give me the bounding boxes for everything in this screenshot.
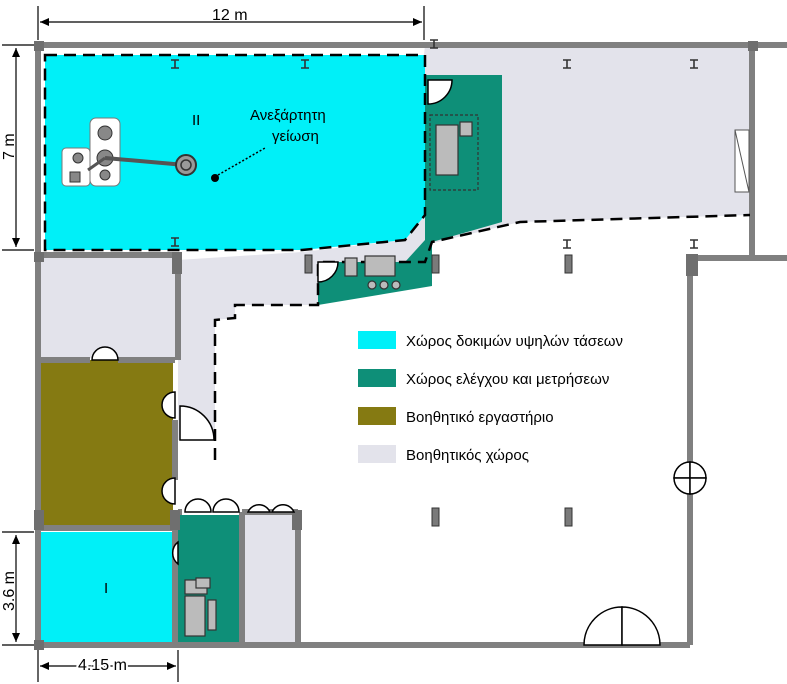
legend-swatch-1: [358, 369, 396, 387]
aux-room-bottom: [245, 515, 297, 643]
corridor-dashed-line: [213, 213, 751, 460]
room-label-large-hv: II: [192, 112, 200, 129]
room-label-small-hv: I: [104, 580, 108, 597]
legend-swatch-3: [358, 445, 396, 463]
legend-swatch-0: [358, 331, 396, 349]
structural-columns: [304, 254, 573, 527]
hv-coil: [175, 154, 197, 176]
wall-columns: [34, 41, 758, 650]
legend-label-0: Χώρος δοκιμών υψηλών τάσεων: [406, 333, 623, 350]
dimension-bottom: 4.15 m: [37, 650, 179, 682]
legend-swatch-2: [358, 407, 396, 425]
dimension-bottom-label: 4.15 m: [78, 657, 127, 674]
beam-marks: [171, 39, 698, 249]
dimension-left-label: 7 m: [1, 133, 18, 160]
hv-area-dashed-boundary: [43, 53, 427, 252]
aux-workshop: [38, 360, 173, 526]
legend-label-2: Βοηθητικό εργαστήριο: [406, 409, 554, 426]
aux-room-left: [38, 258, 175, 358]
dimension-lower-label: 3.6 m: [1, 571, 18, 611]
hv-test-area-large: [45, 55, 425, 250]
ground-label-line1: Ανεξάρτητη: [250, 107, 326, 124]
aux-area-top-right: [178, 45, 750, 440]
control-equipment: [184, 114, 479, 637]
dimension-left: 7 m: [1, 44, 34, 251]
hv-test-area-small: [38, 532, 178, 642]
legend-label-1: Χώρος ελέγχου και μετρήσεων: [406, 371, 609, 388]
dimension-top: 12 m: [37, 6, 425, 40]
legend-label-3: Βοηθητικός χώρος: [406, 447, 529, 464]
hv-equipment: [61, 117, 266, 187]
dimension-lower-left: 3.6 m: [1, 531, 34, 646]
doors: [91, 79, 707, 646]
ground-label-line2: γείωση: [272, 128, 319, 145]
dimension-top-label: 12 m: [212, 7, 248, 24]
ground-point: [211, 174, 219, 182]
